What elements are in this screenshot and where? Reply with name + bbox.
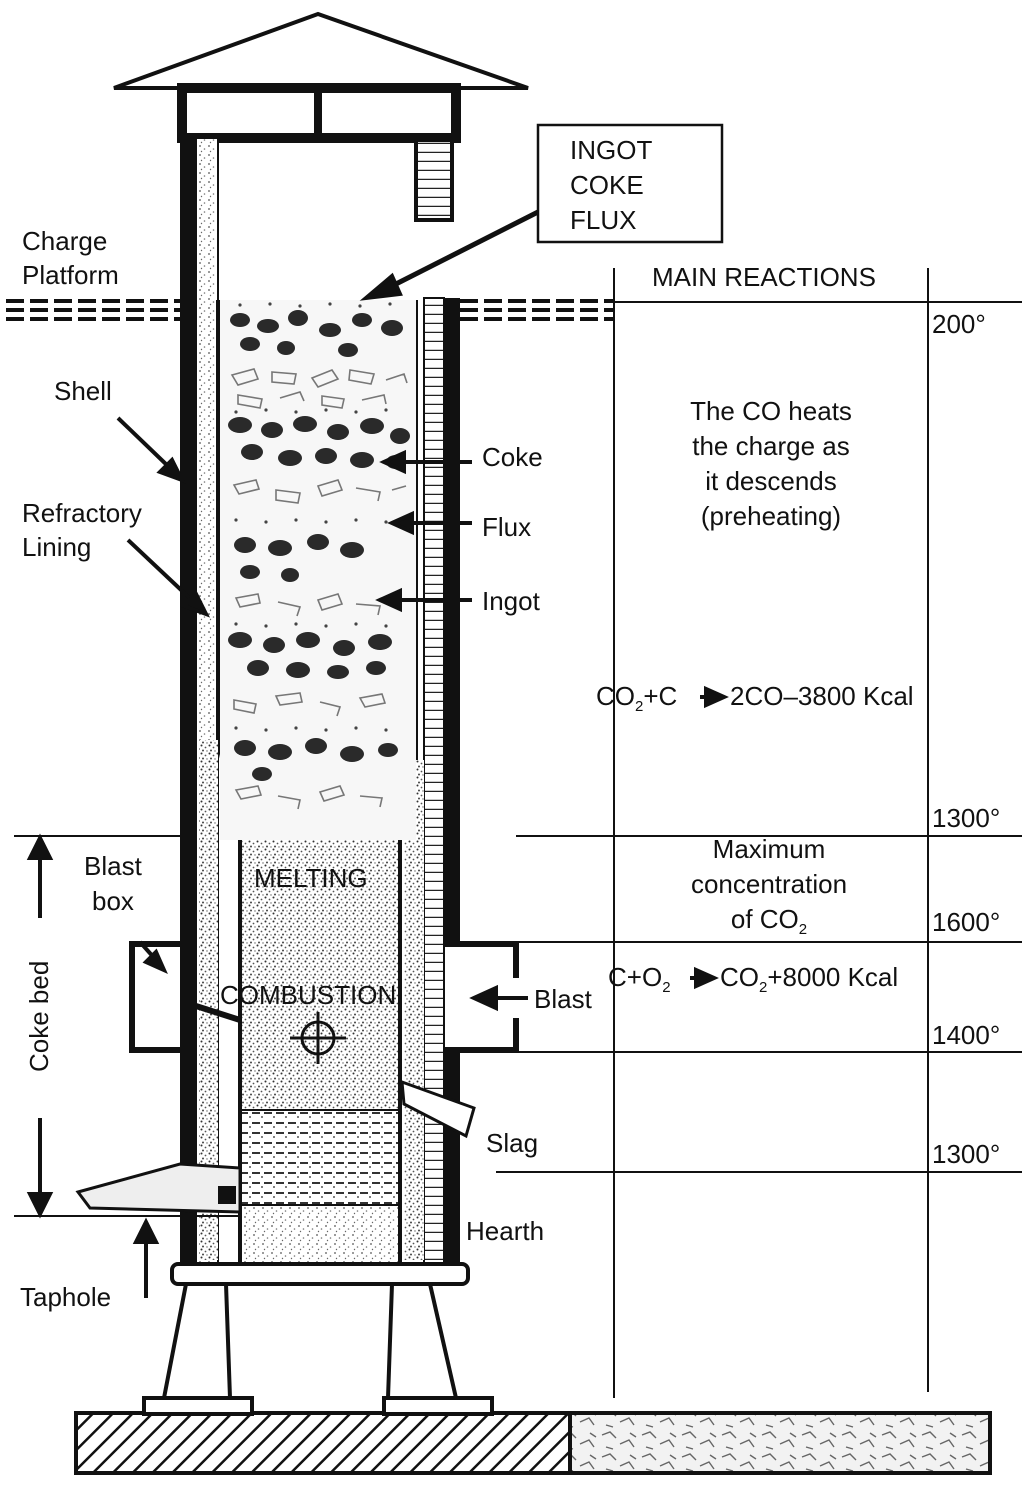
preheating-line-3: it descends (705, 466, 837, 496)
shell-right-lower (444, 1050, 460, 1266)
shell-label: Shell (54, 376, 112, 406)
temp-1300-lower: 1300° (932, 1139, 1001, 1169)
combustion-sub-2: 2 (759, 979, 768, 996)
slag-spout (400, 1079, 476, 1139)
reduction-result: 2CO–3800 Kcal (730, 681, 914, 711)
roof (113, 11, 529, 90)
preheating-line-2: the charge as (692, 431, 850, 461)
slag-label: Slag (486, 1128, 539, 1158)
taphole-spout (75, 1162, 242, 1214)
preheating-line-4: (preheating) (700, 501, 842, 531)
leg-right (385, 1282, 459, 1400)
max-conc-line-1: Maximum (712, 834, 826, 864)
blast-box-label-1: Blast (84, 851, 142, 881)
combustion-reaction-left: C+O2 (608, 960, 671, 995)
temp-200: 200° (932, 309, 986, 339)
charge-platform-label-2: Platform (22, 260, 119, 290)
slag-layer (242, 1110, 398, 1205)
max-conc-line-2: concentration (690, 869, 848, 899)
max-conc-sub: 2 (798, 921, 808, 938)
combustion-sub-1: 2 (662, 979, 671, 996)
leg-left (161, 1282, 233, 1400)
ground-hatched (74, 1411, 572, 1475)
coke-bed-label: Coke bed (24, 960, 54, 1072)
main-reactions-header: MAIN REACTIONS (652, 262, 876, 292)
charge-box-frame (536, 123, 724, 244)
base-ring (170, 1262, 470, 1286)
reduction-plus-c: +C (643, 681, 678, 711)
preheating-line-1: The CO heats (690, 396, 852, 426)
refractory-lining-label-2: Lining (22, 532, 92, 562)
combustion-co: CO (720, 962, 759, 992)
combustion-result: +8000 Kcal (767, 962, 899, 992)
charge-box-line-3: FLUX (570, 205, 637, 235)
temp-1300-upper: 1300° (932, 803, 1001, 833)
arrows (26, 209, 729, 1298)
reduction-co: CO (596, 681, 635, 711)
max-conc-line-3: of CO2 (614, 902, 924, 937)
charge-box-line-2: COKE (570, 170, 644, 200)
blast-label: Blast (534, 984, 592, 1014)
ingot-layer (230, 368, 408, 810)
hearth-label: Hearth (466, 1216, 545, 1246)
blast-box (129, 941, 519, 1053)
combustion-c-o: C+O (608, 962, 663, 992)
combustion-reaction-right: CO2+8000 Kcal (720, 960, 898, 995)
reduction-reaction: CO2+C (596, 679, 677, 714)
charge-box-line-1: INGOT (570, 135, 653, 165)
shell-right (444, 298, 460, 946)
flux-dots (234, 302, 392, 732)
hearth-bottom (242, 1205, 398, 1265)
tuyere-marker (290, 1012, 346, 1064)
reactions-table (14, 268, 1022, 1398)
upper-right-stub (414, 138, 454, 222)
taphole-label: Taphole (20, 1282, 112, 1312)
refractory-lining-label-1: Refractory (22, 498, 142, 528)
temp-1600: 1600° (932, 907, 1001, 937)
temp-1400: 1400° (932, 1020, 1001, 1050)
melting-label: MELTING (254, 863, 368, 893)
coke-bed (242, 840, 398, 1110)
coke-label: Coke (482, 442, 543, 472)
charge-platform (6, 299, 614, 321)
combustion-label: COMBUSTION (220, 980, 397, 1010)
reduction-sub: 2 (635, 698, 644, 715)
ingot-label: Ingot (482, 586, 540, 616)
charge-platform-label-1: Charge (22, 226, 108, 256)
shell-left (180, 138, 196, 1266)
ground-rubble (568, 1411, 992, 1475)
max-conc-of-co: of CO (730, 904, 799, 934)
blast-box-label-2: box (92, 886, 134, 916)
flux-label: Flux (482, 512, 532, 542)
